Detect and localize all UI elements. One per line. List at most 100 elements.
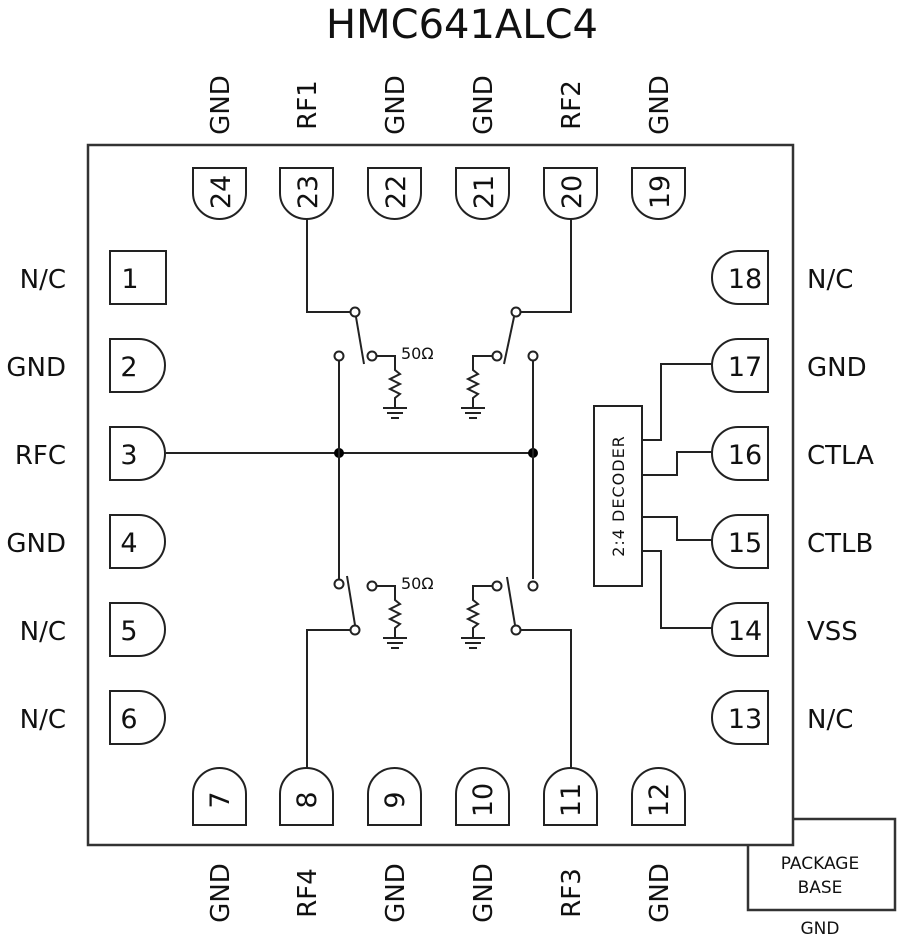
decoder-trace-17: [642, 363, 712, 441]
pin-label: RF4: [293, 868, 323, 918]
resistor-2: [465, 355, 492, 408]
pin-3: 3 RFC: [15, 426, 166, 481]
package-base-line1: PACKAGE: [781, 854, 859, 874]
pin-number: 14: [728, 616, 762, 647]
resistor-label-bottom: 50Ω: [401, 574, 434, 593]
pin-6: 6 N/C: [20, 690, 166, 745]
pin-16: 16 CTLA: [711, 426, 874, 481]
pin-number: 23: [293, 175, 324, 209]
pin-label: GND: [206, 863, 236, 923]
pin-number: 17: [728, 352, 762, 383]
decoder: 2:4 DECODER: [593, 363, 712, 629]
pin-label: GND: [381, 75, 411, 135]
rf-switch-circuit: 50Ω 50Ω: [166, 219, 572, 768]
resistor-label-top: 50Ω: [401, 344, 434, 363]
rf1-trace: [306, 219, 351, 313]
pin-number: 19: [645, 175, 676, 209]
pin-number: 13: [728, 704, 762, 735]
pin-number: 20: [557, 175, 588, 209]
pin-label: GND: [469, 75, 499, 135]
rf2-trace: [521, 219, 572, 313]
pin-1: 1 N/C: [20, 250, 167, 305]
pin-label: CTLB: [807, 529, 873, 559]
pin-23: 23 RF1: [279, 80, 334, 220]
pin-label: N/C: [20, 265, 66, 295]
pin-2: 2 GND: [6, 338, 166, 393]
rf3-trace: [521, 629, 572, 768]
pin-number: 22: [381, 175, 412, 209]
pin-19: 19 GND: [631, 75, 686, 220]
pin-label: RF3: [557, 868, 587, 918]
pin-number: 9: [380, 791, 411, 808]
decoder-trace-14: [642, 550, 712, 629]
pin-label: GND: [6, 353, 66, 383]
pin-label: GND: [807, 353, 867, 383]
sw4-blade: [346, 575, 356, 626]
pin-label: RFC: [15, 441, 66, 471]
decoder-box: [593, 405, 643, 587]
right-pins: 18 N/C 17 GND 16 CTLA 15 CTLB 14 VSS 13 …: [711, 250, 874, 745]
pin-number: 7: [205, 791, 236, 808]
pin-10: 10 GND: [455, 767, 510, 923]
pin-label: GND: [381, 863, 411, 923]
pin-15: 15 CTLB: [711, 514, 873, 569]
pin-number: 24: [206, 175, 237, 209]
sw1-blade: [355, 316, 365, 365]
pin-number: 12: [644, 783, 675, 817]
pin-number: 18: [728, 264, 762, 295]
resistor-4: [377, 585, 403, 638]
resistor-3: [465, 585, 492, 638]
sw3-blade: [506, 576, 516, 626]
pin-5: 5 N/C: [20, 602, 166, 657]
pin-24: 24 GND: [192, 75, 247, 220]
pin-17: 17 GND: [711, 338, 867, 393]
pin-label: GND: [206, 75, 236, 135]
pin-number: 5: [120, 616, 137, 647]
pin-number: 4: [120, 528, 137, 559]
pin-label: N/C: [20, 617, 66, 647]
package-base-line2: BASE: [798, 878, 843, 898]
rf4-trace: [306, 629, 351, 768]
pin-11: 11 RF3: [543, 767, 598, 918]
pin-number: 1: [121, 264, 138, 295]
decoder-label: 2:4 DECODER: [609, 435, 628, 557]
pin-12: 12 GND: [631, 767, 686, 923]
pin-label: GND: [6, 529, 66, 559]
pin-label: RF1: [293, 80, 323, 130]
sw2-blade: [503, 316, 515, 365]
pin-label: N/C: [20, 705, 66, 735]
pin-number: 2: [120, 352, 137, 383]
pin-14: 14 VSS: [711, 602, 858, 657]
package-outline: [86, 143, 795, 847]
pin-8: 8 RF4: [279, 767, 334, 918]
package-base-pin-label: GND: [801, 919, 840, 939]
pin-20: 20 RF2: [543, 80, 598, 220]
pin-label: CTLA: [807, 441, 874, 471]
bottom-pins: 7 GND 8 RF4 9 GND 10 GND 11 RF3 12 GND: [192, 767, 686, 923]
pin-number: 16: [728, 440, 762, 471]
pin-label: GND: [469, 863, 499, 923]
decoder-trace-16: [642, 451, 712, 476]
pin-4: 4 GND: [6, 514, 166, 569]
top-pins: 24 GND 23 RF1 22 GND 21 GND 20 RF2 19 GN…: [192, 75, 686, 220]
pin-number: 3: [120, 440, 137, 471]
pin-18: 18 N/C: [711, 250, 853, 305]
pin-22: 22 GND: [367, 75, 422, 220]
pin-21: 21 GND: [455, 75, 510, 220]
pin-label: GND: [645, 863, 675, 923]
left-pins: 1 N/C 2 GND 3 RFC 4 GND 5 N/C 6 N/C: [6, 250, 167, 745]
pin-number: 10: [468, 783, 499, 817]
resistor-1: [377, 355, 403, 408]
pin-label: RF2: [557, 80, 587, 130]
package-base-box: [746, 817, 897, 912]
pin-label: N/C: [807, 705, 853, 735]
pin-number: 21: [469, 175, 500, 209]
pin-number: 11: [556, 783, 587, 817]
pin-label: GND: [645, 75, 675, 135]
pin-label: VSS: [807, 617, 858, 647]
pin-label: N/C: [807, 265, 853, 295]
pin-number: 8: [292, 791, 323, 808]
pin-7: 7 GND: [192, 767, 247, 923]
pin-number: 6: [120, 704, 137, 735]
